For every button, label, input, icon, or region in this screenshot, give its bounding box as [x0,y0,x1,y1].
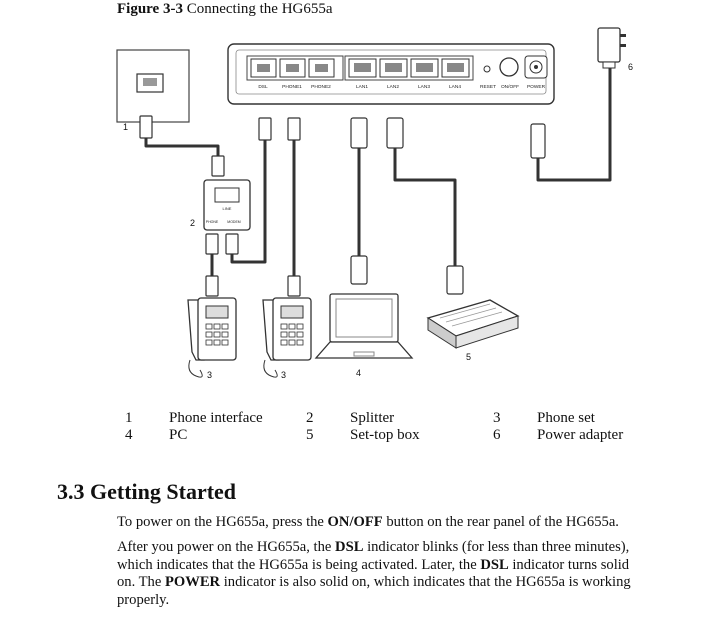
router-rear-panel: DSL PHONE1 PHONE2 LAN1 LAN2 LAN3 LAN4 RE… [227,43,555,105]
legend-row: 4 PC 5 Set-top box 6 Power adapter [117,427,623,444]
cable-lan2-to-settopbox [393,146,457,270]
port-label-phone1: PHONE1 [282,84,302,90]
callout-3a: 3 [207,370,212,380]
cable-splitter-modem-to-dsl [230,140,267,264]
legend-row: 1 Phone interface 2 Splitter 3 Phone set [117,410,623,427]
splitter-line-label: LINE [223,206,232,211]
figure-number: Figure 3-3 [117,1,183,17]
bold-term: ON/OFF [327,514,383,530]
legend-label: Power adapter [537,427,624,443]
pc-laptop [314,293,414,359]
callout-1: 1 [123,122,128,132]
legend-label: PC [169,427,188,443]
legend-label: Phone set [537,410,595,426]
callout-6: 6 [628,62,633,72]
section-heading: 3.3 Getting Started [57,479,237,504]
splitter-phone-label: PHONE [206,220,219,224]
bold-term: DSL [335,539,364,555]
text-run: To power on the HG655a, press the [117,514,328,530]
text-run: After you power on the HG655a, the [117,539,336,555]
bold-term: POWER [164,574,221,590]
power-adapter [597,27,626,69]
legend-label: Splitter [350,410,395,426]
legend-number: 2 [306,410,314,426]
legend-label: Phone interface [169,410,263,426]
legend-number: 5 [306,427,314,443]
figure-legend: 1 Phone interface 2 Splitter 3 Phone set… [117,410,623,444]
splitter-device: LINE PHONE MODEM [203,179,251,231]
reset-hole [483,65,491,73]
figure-caption: Figure 3-3 Connecting the HG655a [117,0,333,18]
port-label-lan3: LAN3 [418,84,430,90]
phone-wall-socket [116,49,190,123]
splitter-modem-label: MODEM [227,220,241,224]
on-off-button-icon [499,57,519,77]
port-label-dsl: DSL [258,84,268,90]
port-label-lan1: LAN1 [356,84,368,90]
paragraph-power-on: To power on the HG655a, press the ON/OFF… [117,514,647,532]
port-label-phone2: PHONE2 [311,84,331,90]
cable-power-adapter [536,62,612,182]
cable-socket-to-splitter [144,136,220,160]
text-run: indicator turns solid on. The [117,556,630,591]
legend-number: 4 [125,427,133,443]
callout-4: 4 [356,368,361,378]
port-label-lan2: LAN2 [387,84,399,90]
text-run: indicator blinks (for less than three mi… [117,539,630,573]
callout-5: 5 [466,352,471,362]
legend-number: 1 [125,410,133,426]
phone-set-2 [262,297,312,378]
text-run: button on the rear panel of the HG655a. [382,514,619,530]
legend-number: 6 [493,427,501,443]
callout-2: 2 [190,218,195,228]
legend-number: 3 [493,410,501,426]
port-label-power: POWER [527,84,546,90]
connection-diagram: DSL PHONE1 PHONE2 LAN1 LAN2 LAN3 LAN4 RE… [116,27,633,380]
callout-3b: 3 [281,370,286,380]
phone-set-1 [187,297,237,378]
port-label-lan4: LAN4 [449,84,461,90]
port-label-on-off: ON/OFF [501,84,519,90]
figure-title: Connecting the HG655a [186,1,333,17]
text-run: indicator is also solid on, which indica… [117,574,631,608]
bold-term: DSL [480,556,509,573]
port-label-reset: RESET [480,84,496,90]
set-top-box [426,299,520,349]
legend-label: Set-top box [350,427,420,443]
paragraph-indicators: After you power on the HG655a, the DSL i… [117,539,647,609]
